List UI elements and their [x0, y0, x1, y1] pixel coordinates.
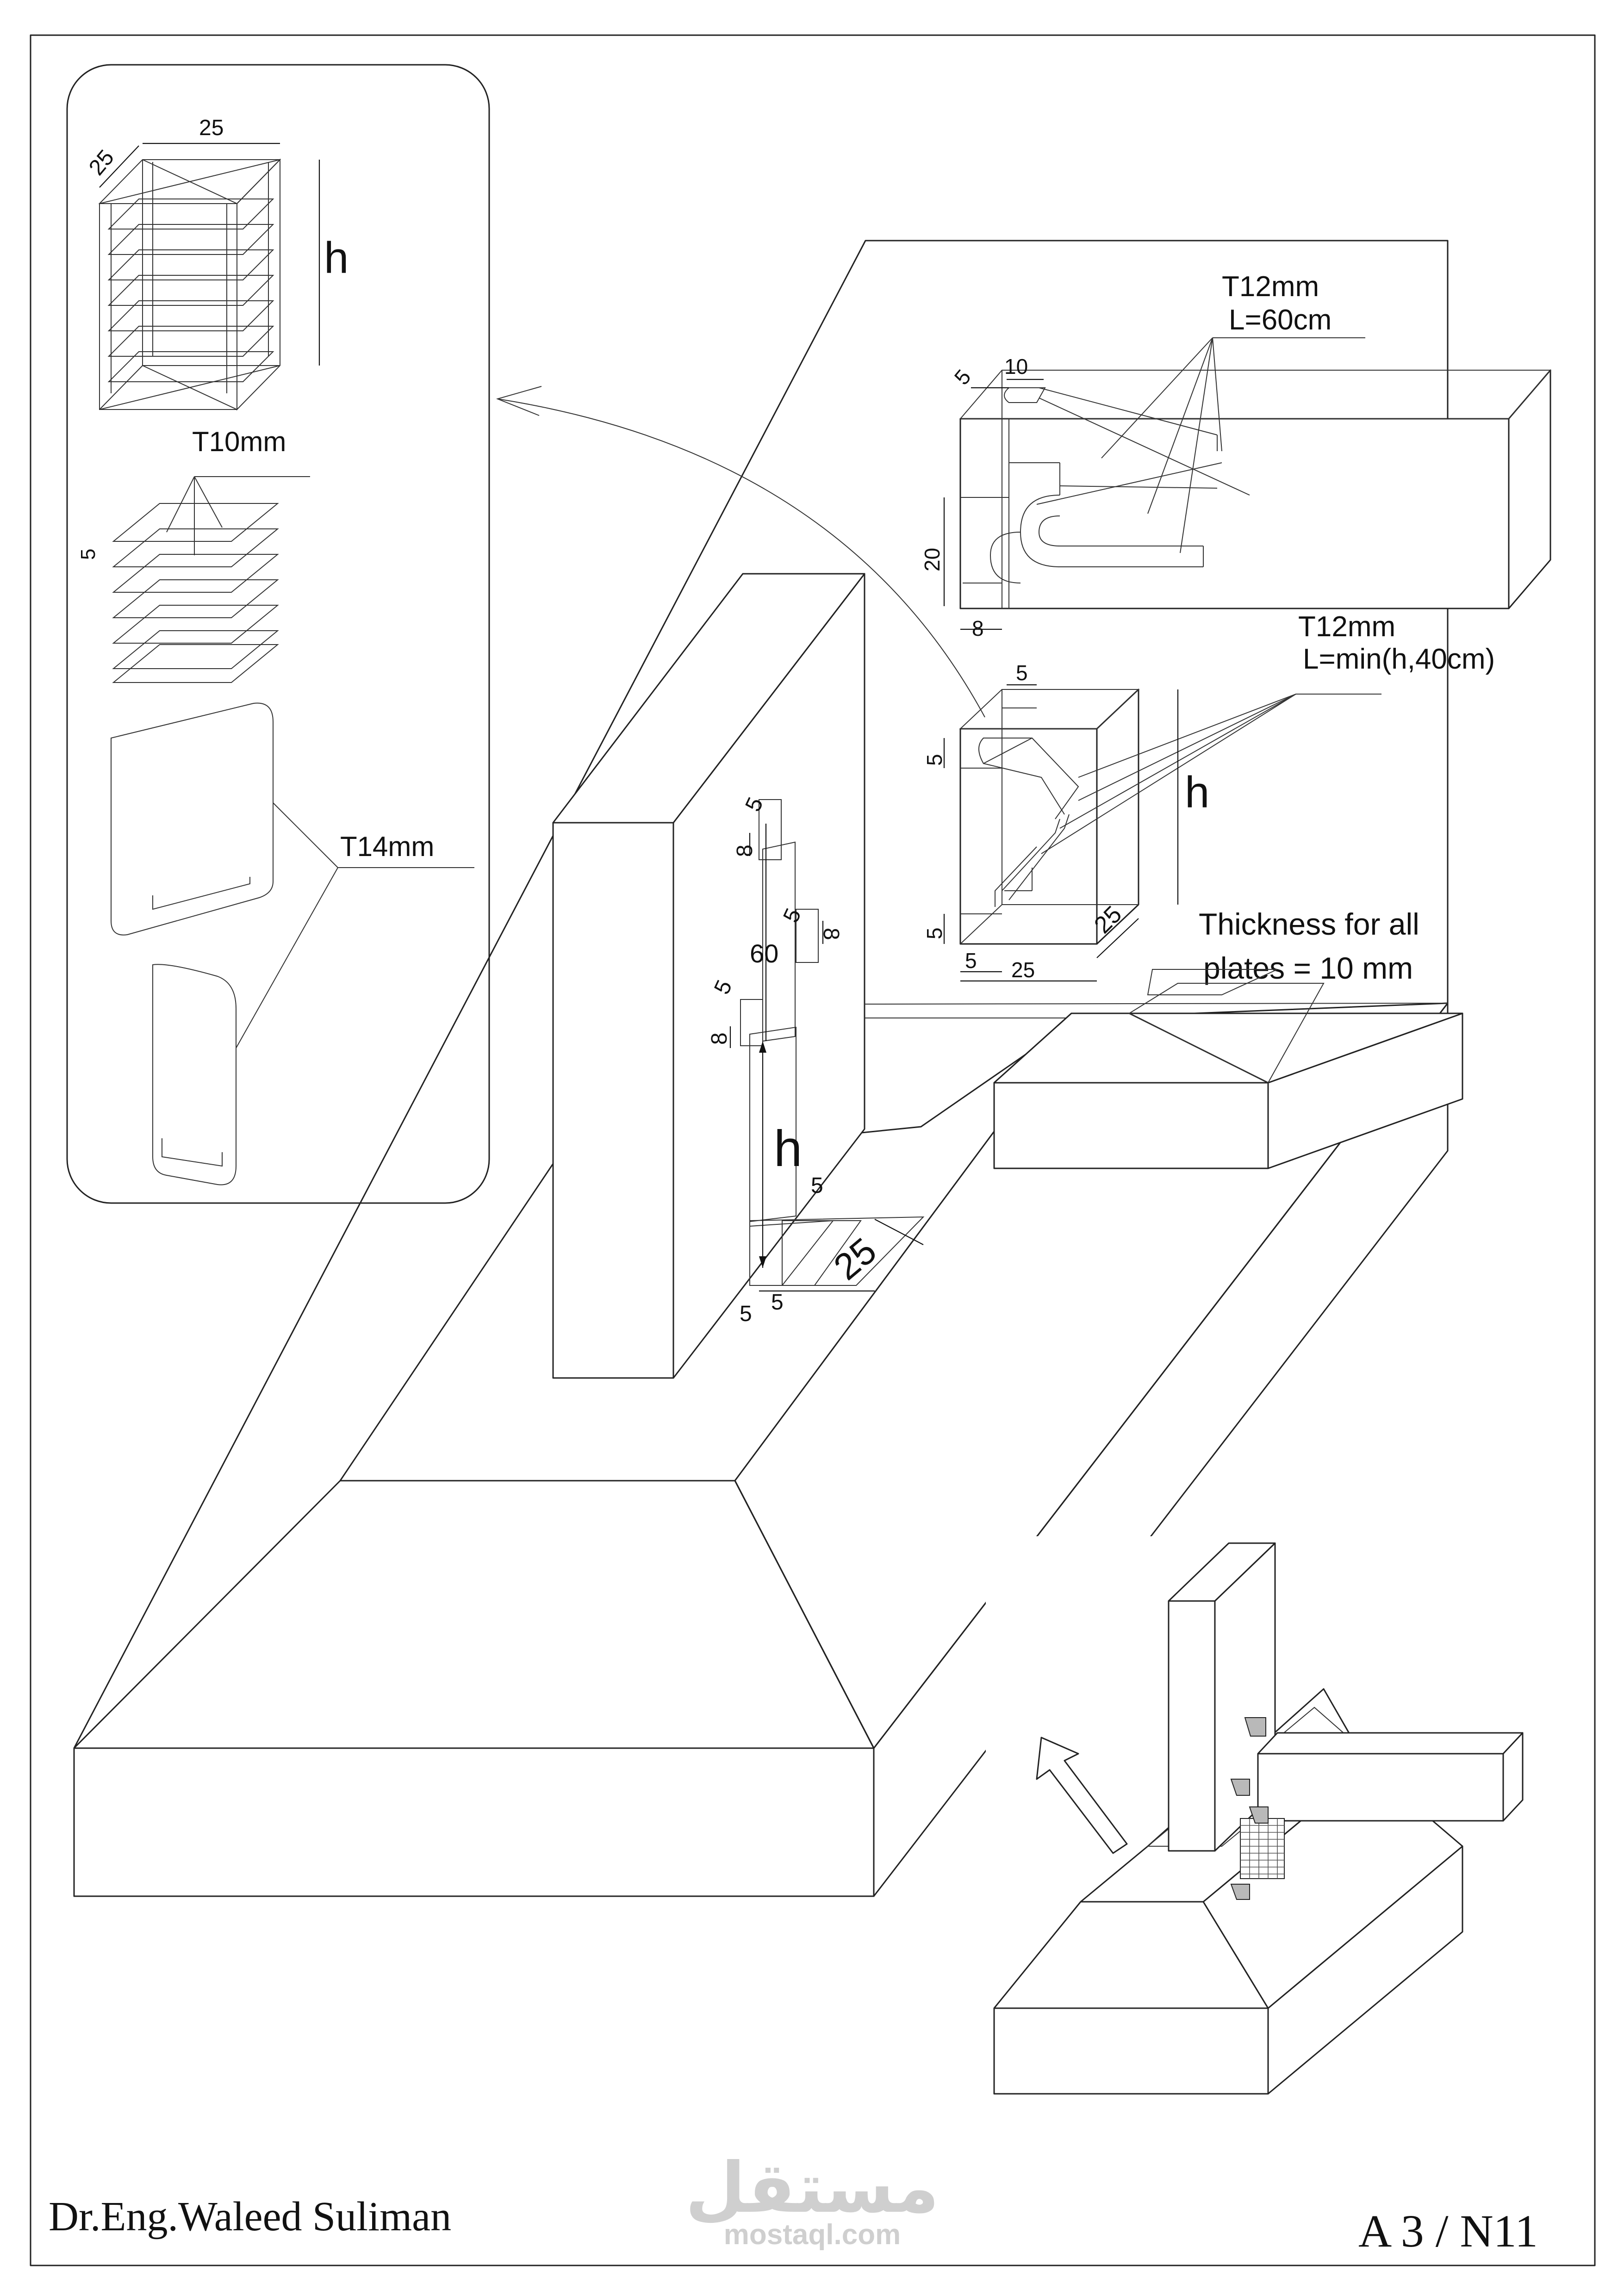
- column-dim-width: 25: [1011, 958, 1035, 982]
- wall-dim-60: 60: [750, 939, 778, 968]
- sheet-number: A 3 / N11: [1358, 2205, 1538, 2257]
- beam-dim-8: 8: [972, 616, 984, 640]
- beam-bar-detail: T12mm L=60cm 5 10 20 8: [920, 271, 1552, 640]
- lower-right-authoritative: [990, 1536, 1574, 2166]
- stirrup-width-dim: 25: [199, 116, 224, 140]
- stirrup-cage: 25 25 h: [84, 116, 348, 411]
- wall-dim-8a: 8: [733, 844, 757, 857]
- thickness-note-line1: Thickness for all: [1199, 907, 1419, 941]
- reinforcement-inset: 25 25 h T10mm 5: [66, 64, 490, 1204]
- column-bar-detail: T12mm L=min(h,40cm) 5 5 5 h 25 5 25 Thic…: [922, 611, 1495, 985]
- t14-label: T14mm: [340, 831, 434, 862]
- thickness-note-line2: plates = 10 mm: [1203, 951, 1413, 985]
- wall-dim-8b: 8: [819, 928, 843, 940]
- column-dim-left-bottom: 5: [922, 927, 946, 939]
- t10-spacing-dim: 5: [77, 549, 100, 560]
- column-dim-top: 5: [1016, 661, 1028, 685]
- beam-bar-label: T12mm: [1222, 271, 1319, 303]
- t10-stirrup-stack: T10mm 5: [77, 426, 310, 683]
- column-dim-left-top: 5: [922, 754, 946, 766]
- beam-bar-length: L=60cm: [1229, 304, 1332, 336]
- column-bar-length: L=min(h,40cm): [1303, 643, 1495, 675]
- wall-dim-h: h: [774, 1120, 802, 1177]
- beam-dim-20: 20: [920, 548, 944, 571]
- wall-dim-5f: 5: [771, 1290, 784, 1315]
- reference-arrow: [496, 386, 985, 718]
- wall-dim-5d: 5: [811, 1173, 823, 1198]
- column-bar-label: T12mm: [1298, 611, 1395, 643]
- watermark-arabic: مستقل: [685, 2149, 940, 2227]
- column-dim-bottom: 5: [965, 949, 977, 973]
- beam-dim-10: 10: [1004, 354, 1028, 379]
- watermark-latin: mostaql.com: [724, 2219, 901, 2251]
- t10-label: T10mm: [192, 426, 286, 457]
- wall-dim-8c: 8: [707, 1032, 732, 1045]
- mostaql-watermark: مستقل mostaql.com: [685, 2149, 940, 2251]
- sheet-border: [30, 34, 1596, 2266]
- t14-plates: T14mm: [111, 702, 474, 1185]
- stirrup-depth-dim: 25: [84, 145, 119, 180]
- author-name: Dr.Eng.Waleed Suliman: [49, 2194, 451, 2240]
- column-dim-height: h: [1185, 768, 1209, 817]
- wall-dim-5e: 5: [740, 1302, 752, 1326]
- main-footing: [73, 240, 1449, 1897]
- stirrup-height-dim: h: [324, 233, 348, 283]
